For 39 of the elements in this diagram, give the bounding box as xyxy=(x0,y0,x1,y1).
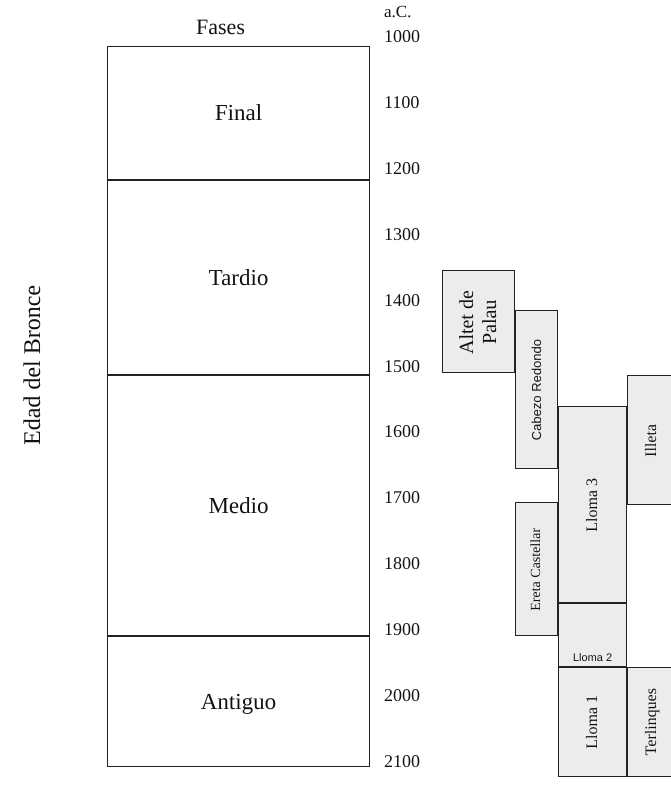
year-tick-label: 1400 xyxy=(384,290,420,311)
site-name: Lloma 3 xyxy=(584,478,602,532)
phase-name: Tardio xyxy=(208,264,268,290)
site-bar xyxy=(558,603,627,667)
phase-box xyxy=(107,636,370,767)
phase-box xyxy=(107,46,370,180)
site-name: Cabezo Redondo xyxy=(529,338,544,440)
axis-unit: a.C. xyxy=(384,2,412,22)
site-bar xyxy=(558,667,627,777)
year-tick-label: 1200 xyxy=(384,158,420,179)
year-tick-label: 1600 xyxy=(384,421,420,442)
site-bar xyxy=(627,375,671,505)
phase-name: Antiguo xyxy=(200,688,276,714)
site-name: Ereta Castellar xyxy=(528,528,544,610)
phase-box xyxy=(107,375,370,636)
year-tick-label: 2000 xyxy=(384,685,420,706)
column-header: Fases xyxy=(196,14,245,40)
year-tick-label: 2100 xyxy=(384,750,420,772)
year-tick-label: 1000 xyxy=(384,26,420,47)
year-tick-label: 1300 xyxy=(384,224,420,245)
site-bar xyxy=(515,502,558,636)
phase-name: Final xyxy=(214,100,262,126)
phase-name: Medio xyxy=(208,492,269,518)
site-name: Illeta xyxy=(643,424,661,456)
site-bar xyxy=(515,310,558,469)
side-title: Edad del Bronce xyxy=(20,285,47,445)
site-name: Terlinques xyxy=(643,688,661,756)
year-tick-label: 1800 xyxy=(384,553,420,574)
site-bar xyxy=(627,667,671,777)
site-bar xyxy=(442,270,515,373)
year-tick-label: 1900 xyxy=(384,619,420,640)
site-name: Lloma 1 xyxy=(584,695,602,749)
year-tick-label: 1700 xyxy=(384,487,420,508)
phase-box xyxy=(107,180,370,375)
site-name: Altet de Palau xyxy=(456,288,502,356)
year-tick-label: 1500 xyxy=(384,356,420,376)
site-bar xyxy=(558,406,627,603)
year-tick-label: 1100 xyxy=(384,92,420,113)
site-name: Lloma 2 xyxy=(572,652,612,664)
